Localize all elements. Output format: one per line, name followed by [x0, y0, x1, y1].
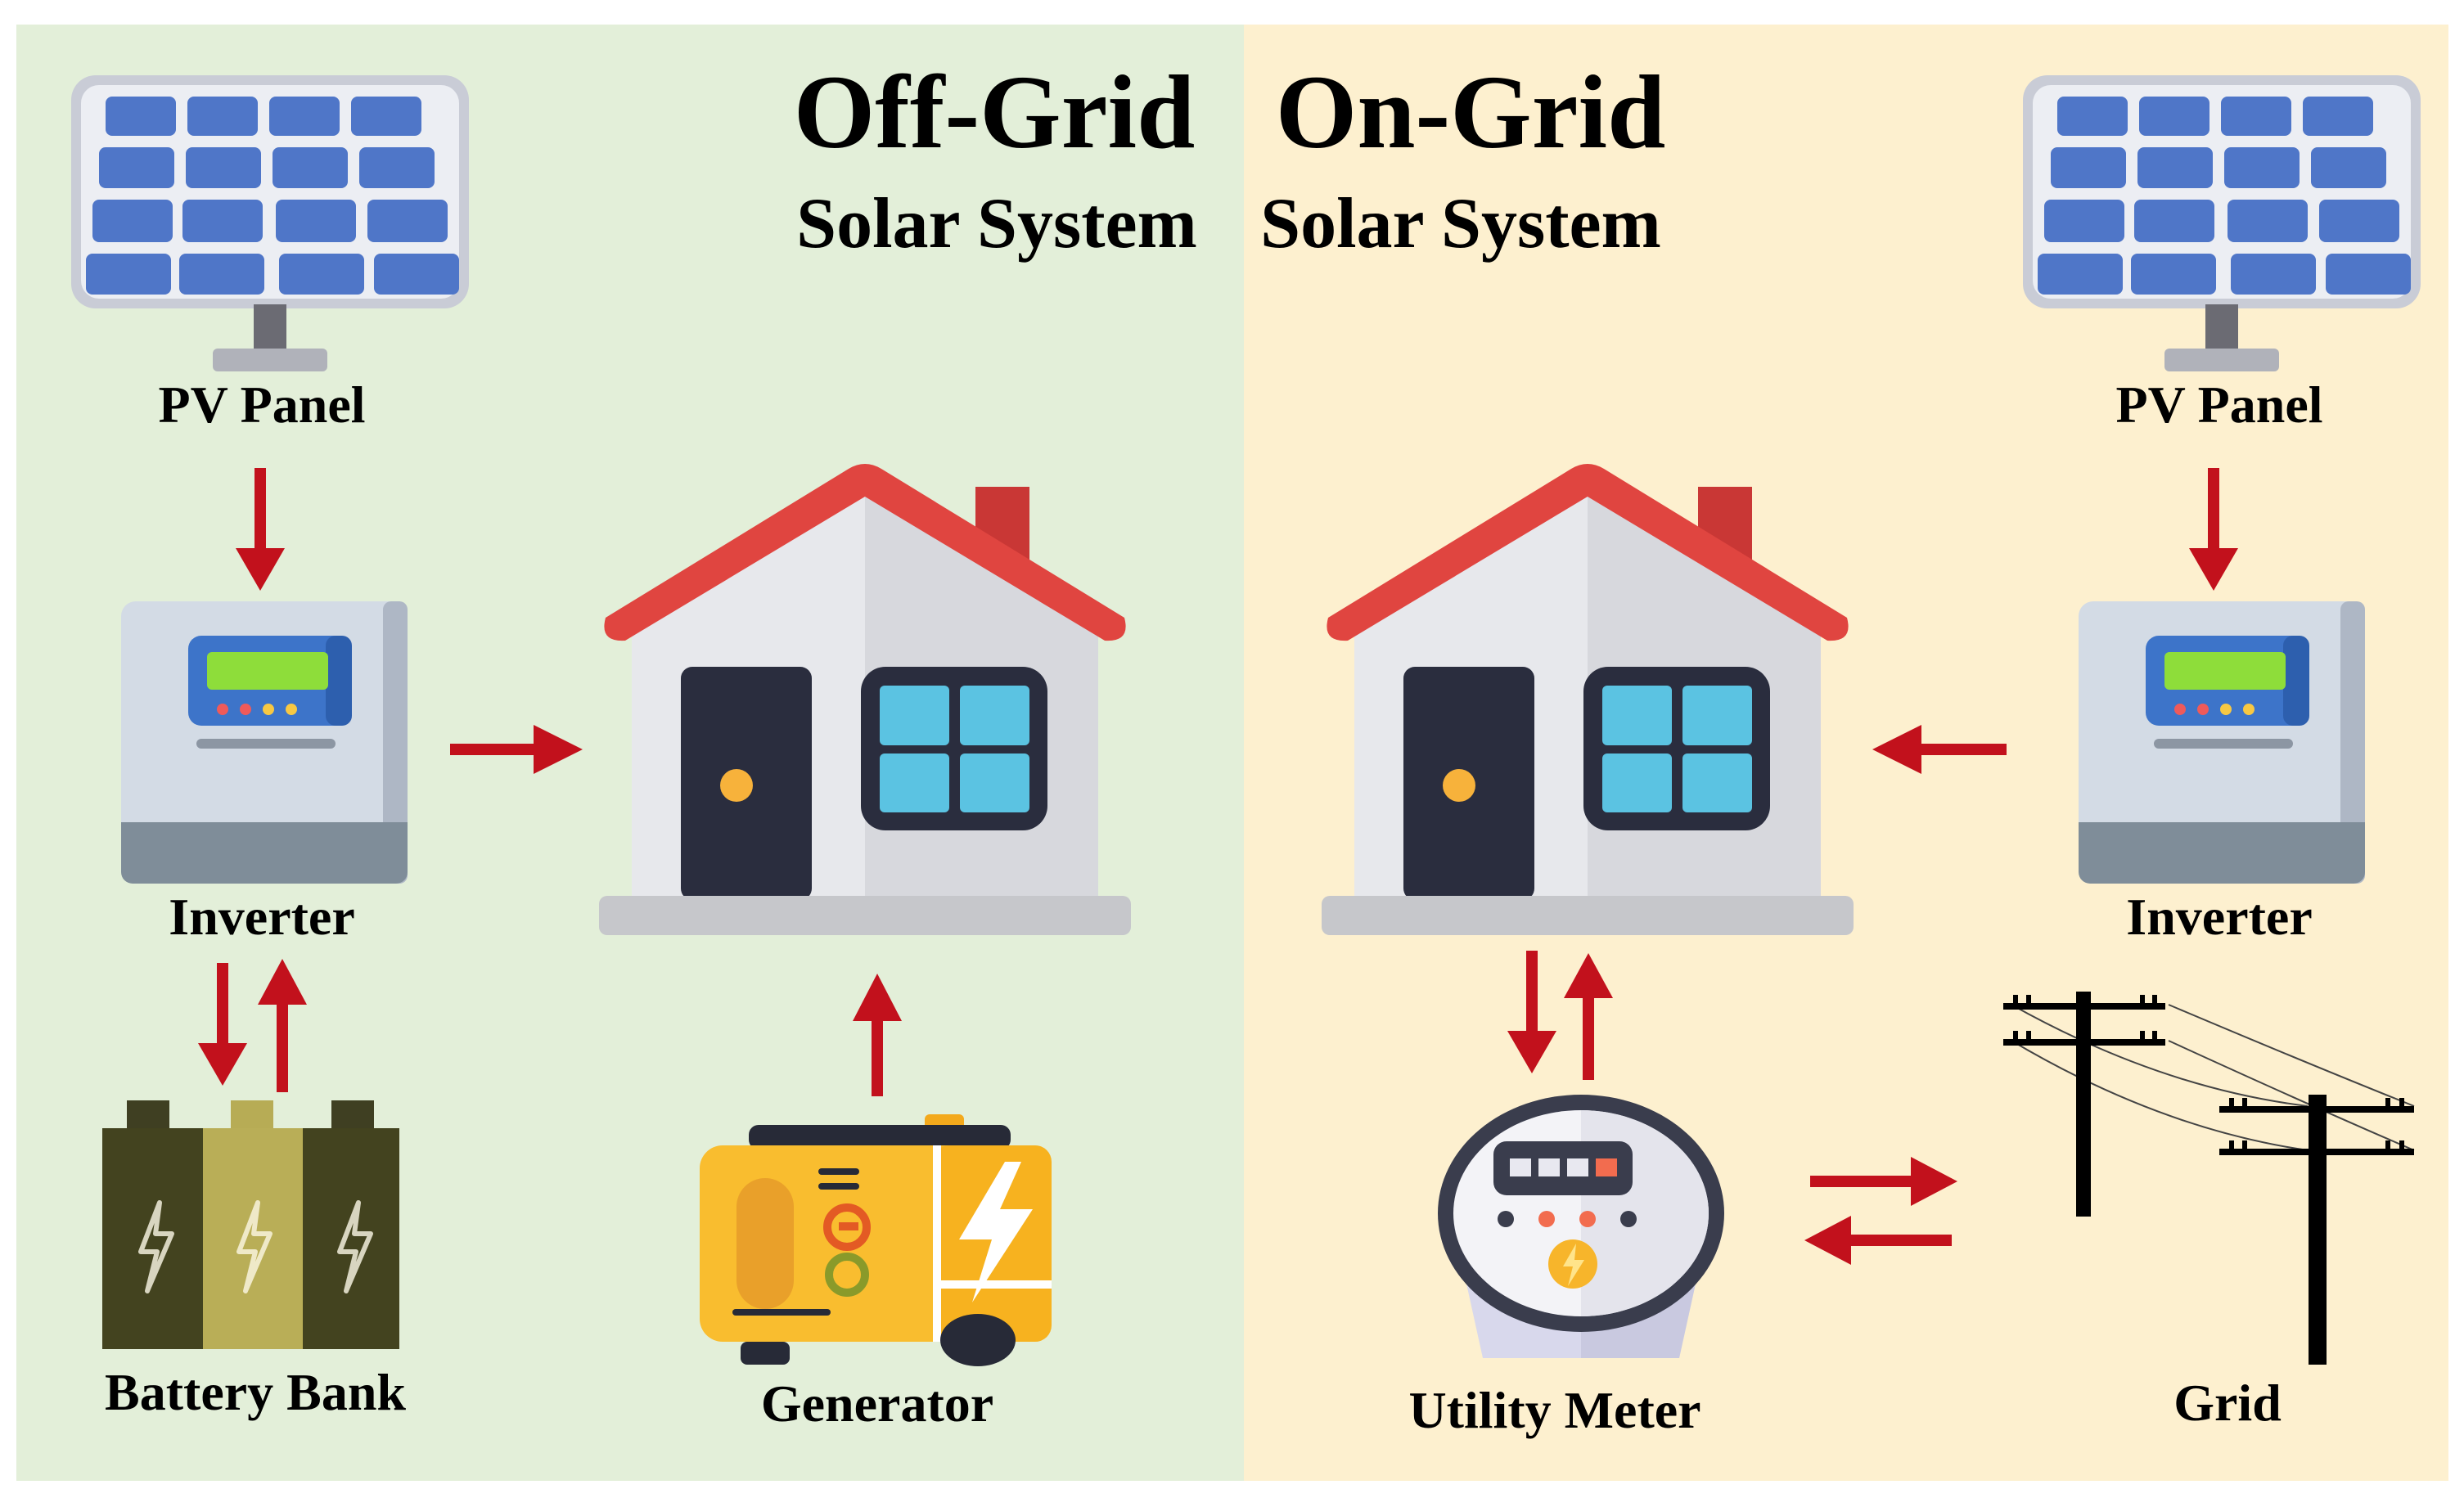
on-grid-subtitle: Solar System — [1260, 184, 1661, 263]
off-grid-title: Off-Grid — [794, 54, 1196, 170]
arrow-icon — [1804, 1216, 1952, 1265]
on-inverter-label: Inverter — [2126, 888, 2312, 946]
arrow-icon — [1810, 1157, 1957, 1206]
inverter-icon — [121, 601, 408, 884]
power-pole-icon — [2003, 992, 2415, 1365]
arrow-icon — [258, 959, 307, 1092]
on-pv-panel-label: PV Panel — [2115, 376, 2322, 434]
grid-label: Grid — [2173, 1374, 2282, 1432]
battery-bank-label: Battery Bank — [105, 1363, 406, 1421]
generator-label: Generator — [761, 1374, 993, 1433]
electric-meter-icon — [1438, 1095, 1724, 1358]
arrow-icon — [853, 974, 902, 1096]
arrow-icon — [1564, 953, 1613, 1080]
arrow-icon — [1872, 725, 2007, 774]
arrow-icon — [450, 725, 583, 774]
off-pv-panel-label: PV Panel — [158, 376, 365, 434]
battery-icon — [102, 1100, 399, 1349]
off-inverter-label: Inverter — [169, 888, 354, 946]
on-grid-title: On-Grid — [1276, 54, 1666, 170]
off-grid-subtitle: Solar System — [796, 184, 1197, 263]
inverter-icon — [2079, 601, 2365, 884]
utility-meter-label: Utility Meter — [1408, 1381, 1700, 1439]
generator-icon — [700, 1114, 1052, 1366]
